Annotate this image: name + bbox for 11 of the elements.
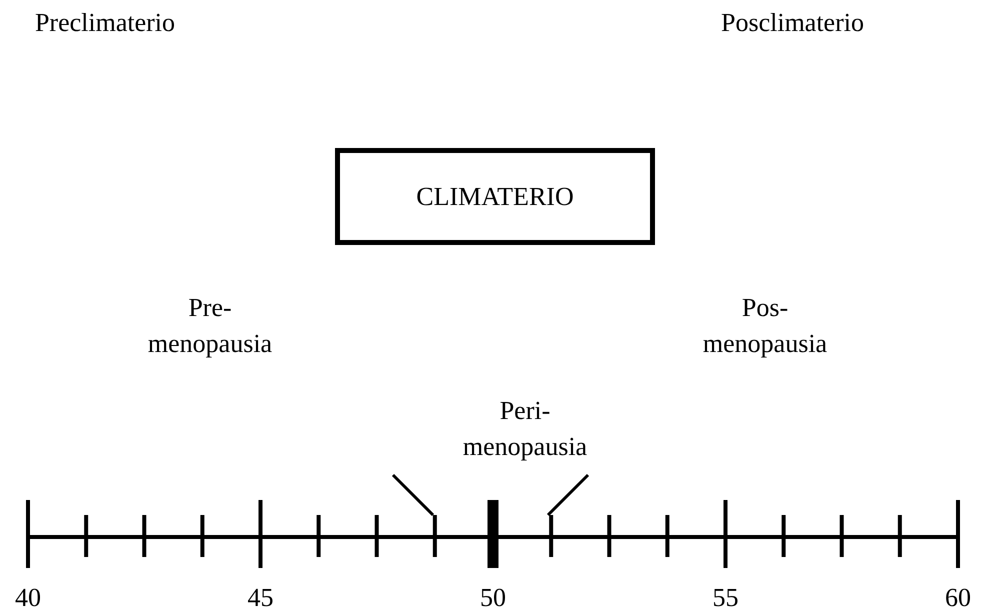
axis-tick-label: 40 — [14, 582, 42, 611]
phase-label: Pre- menopausia — [146, 292, 274, 360]
axis-tick-label: 60 — [944, 582, 972, 611]
phase-label: Posclimaterio — [720, 7, 865, 39]
axis-tick-label: 45 — [246, 582, 274, 611]
title-box: CLIMATERIO — [335, 148, 655, 245]
phase-label: Peri- menopausia — [462, 395, 588, 463]
phase-label: Pos- menopausia — [702, 292, 828, 360]
axis-tick-label: 50 — [479, 582, 507, 611]
axis-tick-label: 55 — [712, 582, 740, 611]
phase-label: Preclimaterio — [34, 7, 176, 39]
